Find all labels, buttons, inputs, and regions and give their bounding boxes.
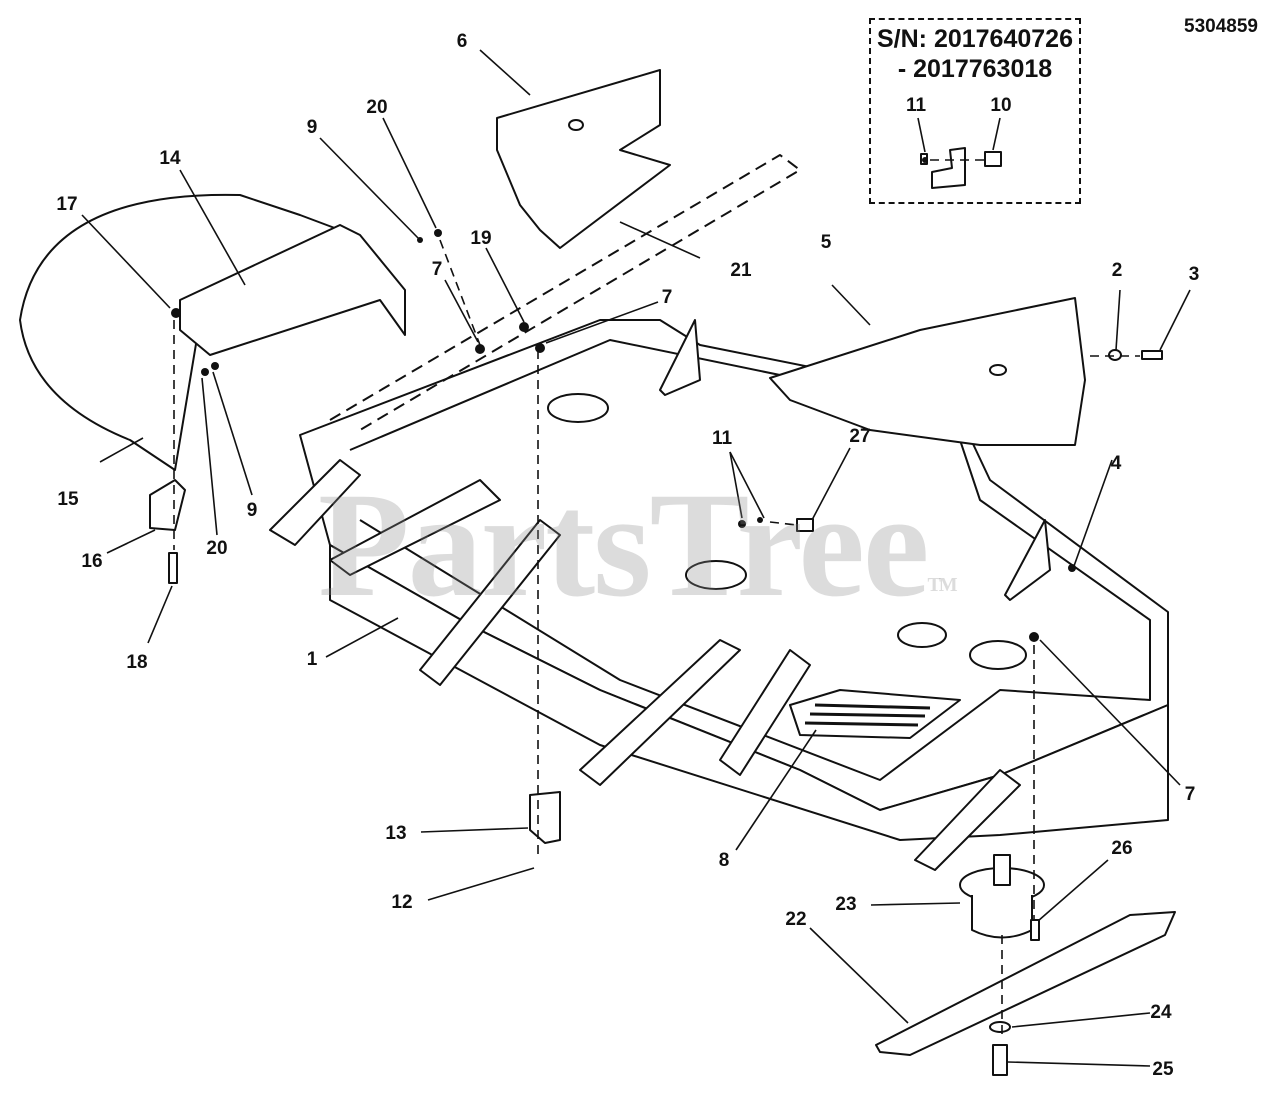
callout-3: 3 — [1189, 264, 1200, 285]
serial-line-2: - 2017763018 — [897, 55, 1053, 83]
discharge-deflector — [769, 297, 1086, 446]
lower-bracket — [149, 479, 186, 531]
callout-7-center: 7 — [662, 287, 673, 308]
deck-skirt — [329, 544, 1169, 841]
callout-26: 26 — [1111, 838, 1132, 859]
callout-15: 15 — [57, 489, 79, 510]
callout-6: 6 — [457, 31, 468, 52]
mower-blade — [875, 911, 1176, 1056]
callout-2: 2 — [1112, 260, 1123, 281]
callout-22: 22 — [785, 909, 806, 930]
callout-7-right: 7 — [1185, 784, 1196, 805]
callout-23: 23 — [835, 894, 856, 915]
callout-20-top: 20 — [366, 97, 387, 118]
serial-range: S/N: 2017640726 - 2017763018 — [871, 24, 1079, 84]
rear-shield — [19, 193, 341, 471]
spindle-mount-center — [685, 560, 747, 590]
align-line-27 — [769, 521, 798, 526]
callout-1: 1 — [307, 649, 318, 670]
anti-scalp-bracket — [529, 791, 561, 844]
callout-16: 16 — [81, 551, 102, 572]
callout-21: 21 — [730, 260, 752, 281]
callout-24: 24 — [1150, 1002, 1172, 1023]
callout-5: 5 — [821, 232, 832, 253]
inset-bracket — [931, 147, 966, 189]
callout-25: 25 — [1152, 1059, 1174, 1080]
center-disc — [897, 622, 947, 648]
adjust-knob — [796, 518, 814, 532]
front-arm-3 — [419, 519, 561, 686]
front-arm-2 — [329, 479, 501, 576]
callout-13: 13 — [385, 823, 406, 844]
callout-9-bottom: 9 — [247, 500, 258, 521]
callout-14: 14 — [159, 148, 181, 169]
baffle-plate — [496, 69, 671, 249]
serial-number-inset: S/N: 2017640726 - 2017763018 — [869, 18, 1081, 204]
callout-11: 11 — [712, 428, 733, 449]
callout-19: 19 — [470, 228, 491, 249]
callout-7-left: 7 — [432, 259, 443, 280]
serial-line-1: S/N: 2017640726 — [877, 25, 1073, 53]
front-arm-6 — [914, 769, 1021, 871]
drawing-number: 5304859 — [1184, 16, 1258, 37]
spindle-mount-left — [547, 393, 609, 423]
callout-8: 8 — [719, 850, 730, 871]
blade-bolt — [992, 1044, 1008, 1076]
callout-18: 18 — [126, 652, 147, 673]
rear-arm-1 — [1004, 519, 1051, 601]
mount-bracket — [179, 224, 406, 356]
front-arm-4 — [579, 639, 741, 786]
callout-10: 10 — [990, 95, 1011, 116]
callout-27: 27 — [849, 426, 870, 447]
callout-12: 12 — [391, 892, 412, 913]
deflector-bolt — [1141, 350, 1163, 360]
front-arm-5 — [719, 649, 811, 776]
callout-11-inset: 11 — [906, 95, 927, 116]
spindle-mount-right-hole — [969, 640, 1027, 670]
spindle-shaft — [993, 854, 1011, 886]
spindle-body — [971, 895, 1033, 939]
front-arm-1 — [269, 459, 361, 546]
callout-4: 4 — [1111, 453, 1122, 474]
callout-labels: 1 2 3 4 5 6 7 7 7 8 9 9 10 11 11 12 13 1… — [56, 31, 1199, 1080]
blade-washer — [989, 1021, 1011, 1033]
leader-lines — [81, 49, 1191, 1067]
deflector-washer — [1108, 349, 1122, 361]
deck-channel — [329, 154, 801, 431]
align-line-20-7 — [439, 239, 481, 346]
bracket-bolt — [168, 552, 178, 584]
callout-17: 17 — [56, 194, 77, 215]
rear-arm-2 — [659, 319, 701, 396]
callout-9-top: 9 — [307, 117, 318, 138]
inset-knob — [984, 151, 1002, 167]
callout-20-bottom: 20 — [206, 538, 227, 559]
spindle-bolt — [1030, 919, 1040, 941]
